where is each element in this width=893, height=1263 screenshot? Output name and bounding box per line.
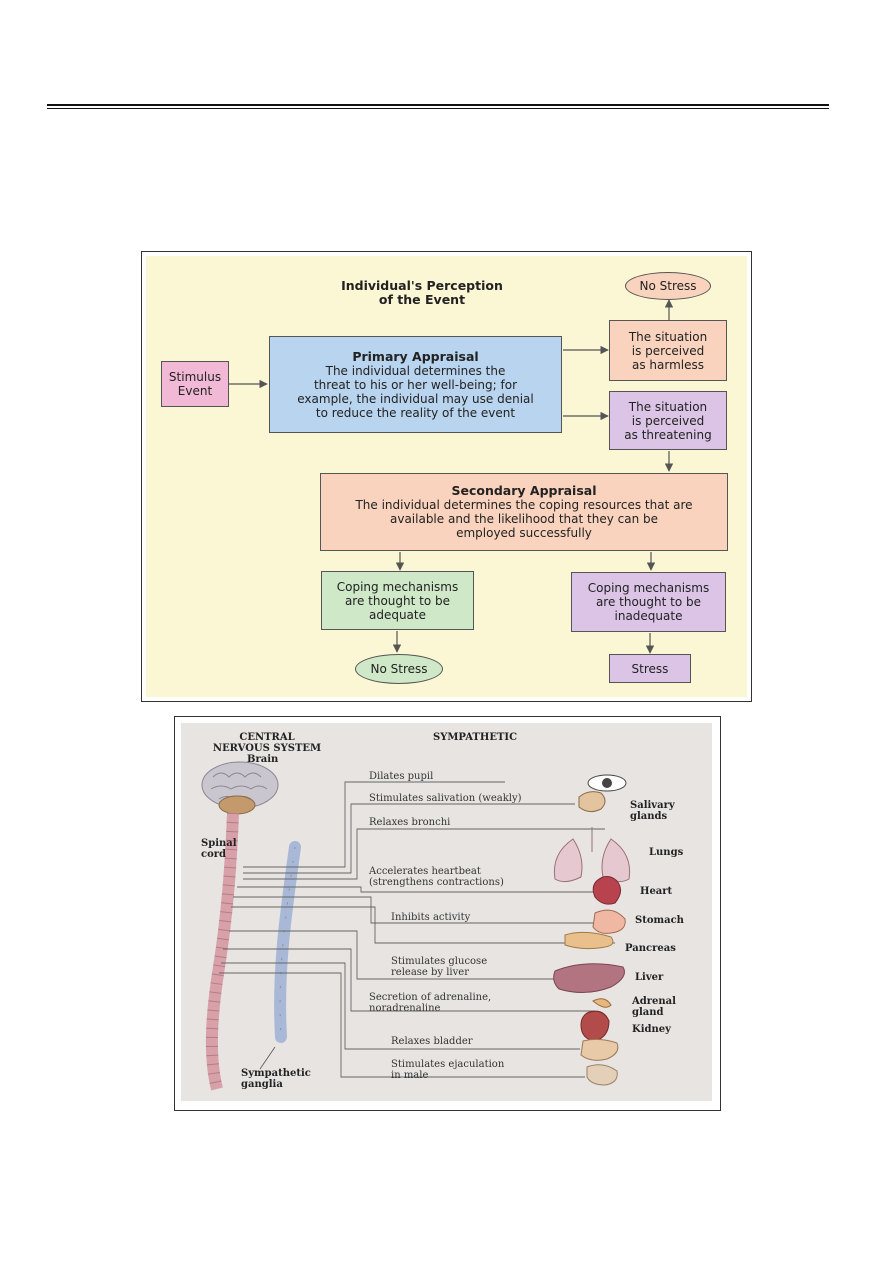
stomach-icon	[592, 909, 626, 934]
nerve-fibers	[219, 781, 615, 1078]
sympathetic-ganglia-chain-icon	[274, 841, 301, 1043]
sympathetic-ganglia-label: Sympathetic ganglia	[241, 1068, 311, 1090]
lungs-icon	[553, 827, 631, 883]
stimulus-event-box: Stimulus Event	[161, 361, 229, 407]
no-stress-bottom-oval: No Stress	[355, 654, 443, 684]
liver-icon	[553, 963, 625, 993]
effect-accelerates-heartbeat: Accelerates heartbeat (strengthens contr…	[369, 866, 504, 888]
organ-pancreas: Pancreas	[625, 943, 676, 954]
organ-stomach: Stomach	[635, 915, 684, 926]
organ-liver: Liver	[635, 972, 664, 983]
reproductive-organ-icon	[586, 1064, 618, 1086]
brain-icon	[201, 761, 279, 809]
organ-heart: Heart	[640, 886, 673, 897]
primary-appraisal-box: Primary Appraisal The individual determi…	[269, 336, 562, 433]
cerebellum-icon	[218, 795, 256, 815]
nerve-stomach-a	[233, 896, 615, 924]
effect-secretion-adrenaline: Secretion of adrenaline, noradrenaline	[369, 992, 492, 1014]
stress-appraisal-flowchart: Individual's Perception of the Event Sti…	[141, 251, 752, 702]
heart-icon	[592, 876, 621, 905]
nerve-heart	[237, 886, 595, 893]
pancreas-icon	[564, 931, 614, 950]
flowchart-heading: Individual's Perception of the Event	[341, 278, 503, 307]
bladder-icon	[580, 1038, 619, 1061]
ganglia-pointer	[259, 1046, 276, 1070]
nerve-ejaculation	[219, 972, 585, 1078]
effect-stimulates-glucose: Stimulates glucose release by liver	[391, 956, 488, 978]
no-stress-top-oval: No Stress	[625, 272, 711, 300]
threatening-box: The situation is perceived as threatenin…	[609, 391, 727, 450]
nerve-liver	[229, 930, 575, 980]
organ-adrenal-gland: Adrenal gland	[632, 996, 676, 1018]
eye-icon	[587, 774, 627, 792]
adrenal-kidney-icon	[580, 998, 612, 1042]
central-nervous-system-title: CENTRAL NERVOUS SYSTEM	[212, 732, 322, 754]
effect-relaxes-bladder: Relaxes bladder	[391, 1036, 473, 1047]
sympathetic-title: SYMPATHETIC	[433, 732, 518, 743]
header-rule-thick	[47, 104, 829, 106]
effect-inhibits-activity: Inhibits activity	[391, 912, 471, 923]
nerve-adrenal	[223, 948, 595, 1012]
sympathetic-nervous-system-figure: CENTRAL NERVOUS SYSTEM Brain SYMPATHETIC…	[174, 716, 721, 1111]
harmless-box: The situation is perceived as harmless	[609, 320, 727, 381]
effect-stimulates-salivation: Stimulates salivation (weakly)	[369, 793, 522, 804]
brain-label: Brain	[247, 754, 279, 765]
nerve-bladder	[221, 962, 580, 1050]
organ-kidney: Kidney	[632, 1024, 671, 1035]
effect-stimulates-ejaculation: Stimulates ejaculation in male	[391, 1059, 505, 1081]
organ-salivary-glands: Salivary glands	[630, 800, 675, 822]
secondary-appraisal-title: Secondary Appraisal	[451, 483, 597, 498]
secondary-appraisal-text: The individual determines the coping res…	[355, 498, 693, 540]
primary-appraisal-text: The individual determines the threat to …	[297, 363, 534, 420]
header-rule-thin	[47, 108, 829, 109]
secondary-appraisal-box: Secondary Appraisal The individual deter…	[320, 473, 728, 551]
inadequate-coping-box: Coping mechanisms are thought to be inad…	[571, 572, 726, 632]
organ-lungs: Lungs	[649, 847, 684, 858]
nerve-lungs	[243, 828, 605, 880]
spinal-cord-label: Spinal cord	[201, 838, 237, 860]
salivary-gland-icon	[578, 791, 606, 813]
flowchart-arrows	[229, 299, 674, 654]
primary-appraisal-title: Primary Appraisal	[352, 348, 479, 364]
effect-relaxes-bronchi: Relaxes bronchi	[369, 817, 451, 828]
effect-dilates-pupil: Dilates pupil	[369, 771, 434, 782]
nerve-stomach-b	[231, 906, 615, 944]
stress-box: Stress	[609, 654, 691, 683]
adequate-coping-box: Coping mechanisms are thought to be adeq…	[321, 571, 474, 630]
nerve-pupil	[243, 781, 505, 868]
nerve-salivary	[243, 803, 575, 874]
nervous-system-illustration	[201, 761, 631, 1091]
